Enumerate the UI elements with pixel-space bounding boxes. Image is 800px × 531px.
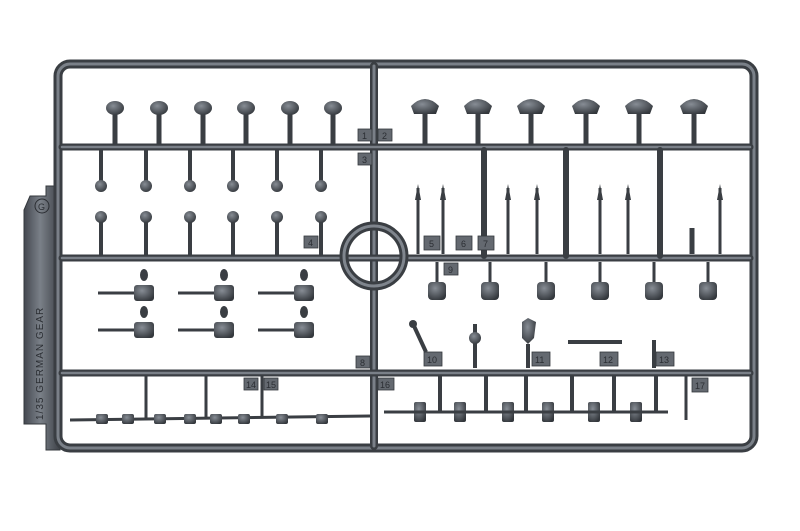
part-canteen [699,282,717,300]
part-knob [184,180,196,192]
part-canteen [428,282,446,300]
part-bayonet-tip [717,184,723,200]
part-knob [271,211,283,223]
part-grenade-head [324,101,342,115]
part-canteen [645,282,663,300]
part-canteen [591,282,609,300]
part-bayonet-tip [505,184,511,200]
part-knob [315,211,327,223]
part-receiver [134,285,154,301]
part-number-2: 2 [382,131,387,141]
part-number-tabs: 1 2 3 4 5 6 7 8 9 10 11 12 13 14 15 16 1… [243,128,709,393]
part-canteen [537,282,555,300]
part-number-12: 12 [603,355,613,365]
part-grenade-head [194,101,212,115]
part-shovel [522,318,536,344]
part-number-16: 16 [380,380,390,390]
part-sight [220,306,228,318]
part-receiver [214,322,234,338]
part-knob [315,180,327,192]
part-tool-head [469,332,481,344]
part-bayonet-tip [415,184,421,200]
part-number-9: 9 [448,265,453,275]
part-small-piece [276,414,288,424]
part-sight [140,269,148,281]
part-receiver [134,322,154,338]
part-knob [95,211,107,223]
part-small-piece [154,414,166,424]
part-canteen [481,282,499,300]
part-sight [140,306,148,318]
part-number-11: 11 [535,355,544,365]
part-number-7: 7 [483,239,488,249]
sprue-frame [53,59,759,453]
part-knob [184,211,196,223]
part-knob [140,180,152,192]
part-small-piece [210,414,222,424]
part-small-piece [122,414,134,424]
part-number-17: 17 [695,381,705,391]
tab-text: 1/35 GERMAN GEAR [35,307,46,420]
part-knob [227,180,239,192]
part-number-10: 10 [427,355,437,365]
part-number-6: 6 [461,239,466,249]
part-receiver [214,285,234,301]
part-number-14: 14 [246,380,256,390]
part-bayonet-tip [625,184,631,200]
part-knob [227,211,239,223]
sprue-tab: 1/35 GERMAN GEAR G [23,185,61,451]
part-sight [220,269,228,281]
part-number-15: 15 [266,380,276,390]
tab-badge: G [38,202,45,212]
part-tool-end [409,320,417,328]
sprue-parts [69,99,723,424]
part-sight [300,269,308,281]
part-grenade-head [237,101,255,115]
part-bayonet-tip [534,184,540,200]
part-small-piece [96,414,108,424]
part-helmet [680,99,708,114]
part-helmet [411,99,439,114]
part-helmet [625,99,653,114]
part-grenade-head [281,101,299,115]
part-knob [95,180,107,192]
part-receiver [294,285,314,301]
part-grenade-head [106,101,124,115]
part-number-5: 5 [429,239,434,249]
part-tool [412,325,428,353]
part-helmet [464,99,492,114]
part-sight [300,306,308,318]
part-grenade-head [150,101,168,115]
part-small-piece [316,414,328,424]
part-bayonet-tip [597,184,603,200]
part-knob [271,180,283,192]
part-bayonet-tip [440,184,446,200]
part-small-piece [238,414,250,424]
part-knob [140,211,152,223]
part-number-1: 1 [362,131,367,141]
part-receiver [294,322,314,338]
part-helmet [517,99,545,114]
part-helmet [572,99,600,114]
part-number-13: 13 [659,355,669,365]
part-number-4: 4 [308,238,313,248]
part-number-3: 3 [362,155,367,165]
part-small-piece [184,414,196,424]
part-number-8: 8 [360,358,365,368]
